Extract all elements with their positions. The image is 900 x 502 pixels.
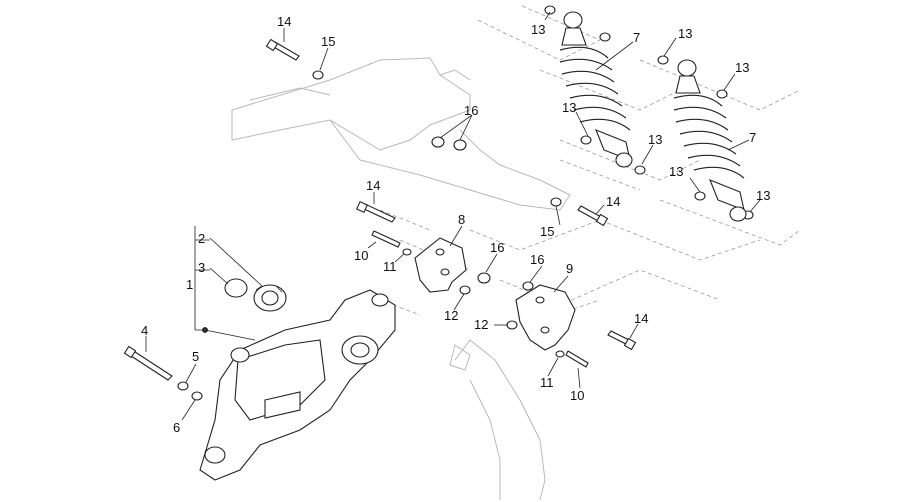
callout-10-upper: 10 <box>354 248 368 263</box>
assembly-guide-lines <box>379 4 801 321</box>
callout-13-e: 13 <box>648 132 662 147</box>
bracket-8 <box>414 237 467 293</box>
callout-14-right: 14 <box>606 194 620 209</box>
callout-7-left-shock: 7 <box>633 30 640 45</box>
callout-12-upper: 12 <box>444 308 458 323</box>
callout-13-a: 13 <box>531 22 545 37</box>
callout-16-top: 16 <box>464 103 478 118</box>
callout-14-lower: 14 <box>634 311 648 326</box>
swingarm-bracket <box>199 289 396 481</box>
bearing <box>253 284 287 312</box>
callout-13-f: 13 <box>669 164 683 179</box>
callout-11-upper: 11 <box>383 259 397 274</box>
leader-lines <box>145 11 761 421</box>
callout-5: 5 <box>192 349 199 364</box>
circlip <box>224 278 248 298</box>
callout-9: 9 <box>566 261 573 276</box>
callout-3: 3 <box>198 260 205 275</box>
shock-absorber-right <box>673 59 747 222</box>
callout-2: 2 <box>198 231 205 246</box>
callout-7-right-shock: 7 <box>749 130 756 145</box>
callout-14-middle: 14 <box>366 178 380 193</box>
callout-6: 6 <box>173 420 180 435</box>
callout-10-lower: 10 <box>570 388 584 403</box>
callout-8: 8 <box>458 212 465 227</box>
bolts <box>123 38 637 381</box>
callout-12-lower: 12 <box>474 317 488 332</box>
shock-absorber-left <box>559 11 633 168</box>
bracket-9 <box>515 284 576 351</box>
callout-15-right: 15 <box>540 224 554 239</box>
callout-13-b: 13 <box>678 26 692 41</box>
callout-4: 4 <box>141 323 148 338</box>
callout-13-c: 13 <box>735 60 749 75</box>
callout-13-g: 13 <box>756 188 770 203</box>
callout-1: 1 <box>186 277 193 292</box>
callout-13-d: 13 <box>562 100 576 115</box>
callout-11-lower: 11 <box>540 375 554 390</box>
callout-16-right: 16 <box>530 252 544 267</box>
callout-15-top: 15 <box>321 34 335 49</box>
callout-16-middle: 16 <box>490 240 504 255</box>
callout-14-top: 14 <box>277 14 291 29</box>
frame-ghost-outline <box>231 57 571 501</box>
washers <box>177 70 565 401</box>
nuts <box>431 5 754 330</box>
callout-labels: 1 2 3 4 5 6 7 7 8 9 10 10 11 11 12 12 13… <box>141 14 770 435</box>
